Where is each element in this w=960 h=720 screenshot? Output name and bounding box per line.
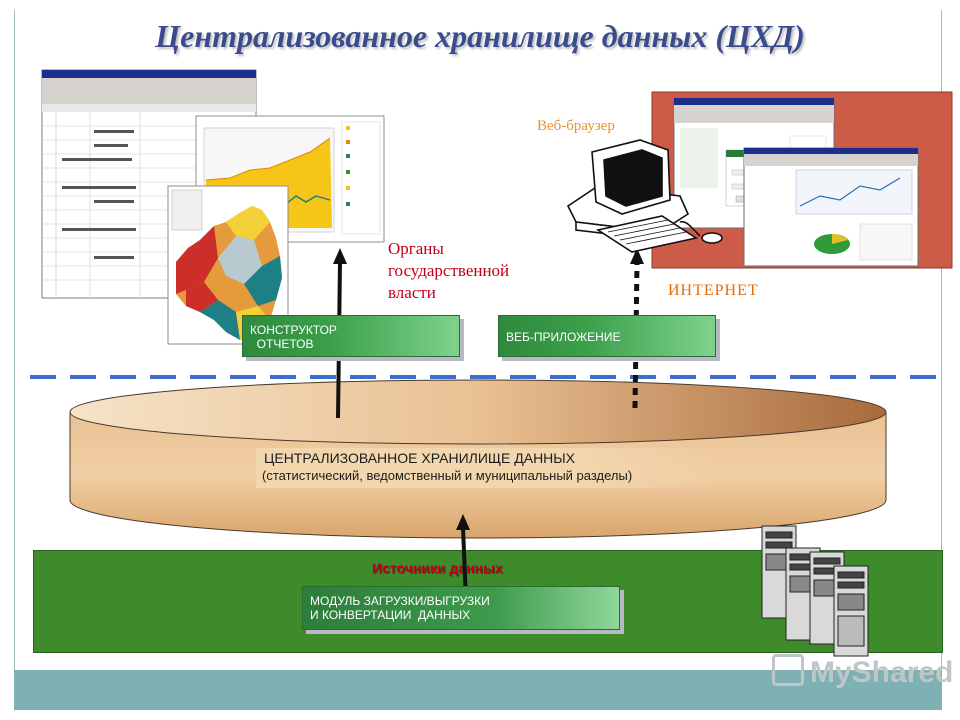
government-label: Органы государственной власти (388, 238, 509, 304)
government-label-line3: власти (388, 283, 436, 302)
footer-band (14, 670, 942, 710)
loader-module-label: МОДУЛЬ ЗАГРУЗКИ/ВЫГРУЗКИ И КОНВЕРТАЦИИ Д… (310, 594, 490, 622)
report-builder-box: КОНСТРУКТОР ОТЧЕТОВ (242, 315, 464, 361)
report-builder-box-face (242, 315, 460, 357)
internet-label: ИНТЕРНЕТ (668, 282, 759, 299)
warehouse-label-background (256, 448, 716, 488)
slide-title: Централизованное хранилище данных (ЦХД) (155, 18, 805, 54)
watermark-text: MyShared (810, 656, 954, 689)
web-app-box-face (498, 315, 716, 357)
watermark-icon (772, 654, 804, 686)
data-sources-label: Источники данных (372, 560, 503, 576)
loader-module-box-face (302, 586, 620, 630)
warehouse-subtitle: (статистический, ведомственный и муницип… (262, 468, 633, 483)
warehouse-title: ЦЕНТРАЛИЗОВАННОЕ ХРАНИЛИЩЕ ДАННЫХ (264, 450, 576, 466)
report-builder-label: КОНСТРУКТОР ОТЧЕТОВ (250, 323, 337, 351)
web-browser-label: Веб-браузер (537, 118, 615, 134)
government-label-line2: государственной (388, 261, 510, 280)
slide-frame (14, 10, 942, 710)
web-app-box: ВЕБ-ПРИЛОЖЕНИЕ (498, 315, 720, 361)
loader-module-box: МОДУЛЬ ЗАГРУЗКИ/ВЫГРУЗКИ И КОНВЕРТАЦИИ Д… (302, 586, 624, 634)
government-label-line1: Органы (388, 239, 444, 258)
watermark-logo: MyShared (772, 654, 953, 690)
web-app-label: ВЕБ-ПРИЛОЖЕНИЕ (506, 330, 621, 344)
